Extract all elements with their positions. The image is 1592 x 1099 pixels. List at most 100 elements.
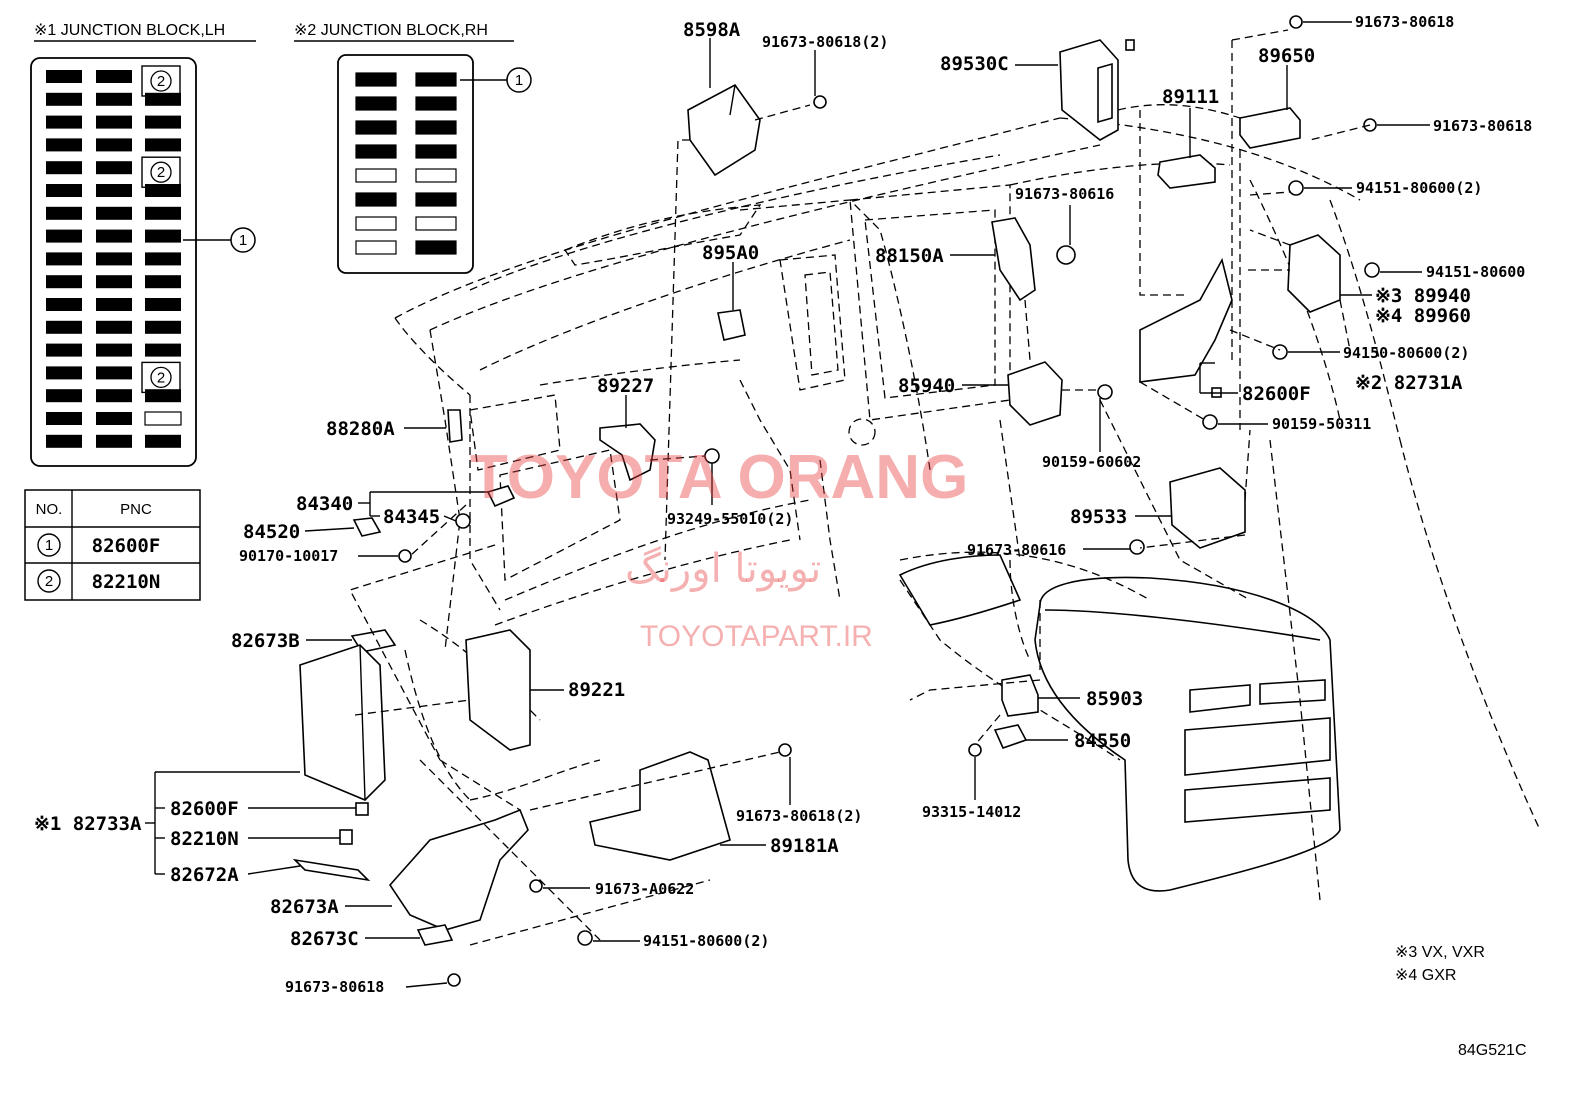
fuse-slot xyxy=(46,184,82,197)
fuse-slot xyxy=(96,138,132,152)
fuse-slot xyxy=(46,366,82,380)
fuse-slot xyxy=(96,229,132,243)
label-94151-80600-2-b: 94151-80600(2) xyxy=(643,932,769,950)
fuse-slot-empty xyxy=(355,240,397,255)
label-91673-80616-mid: 91673-80616 xyxy=(967,541,1066,559)
fuse-slot xyxy=(96,389,132,403)
fuse-slot xyxy=(355,192,397,207)
label-82673B: 82673B xyxy=(231,630,300,652)
table-header-no: NO. xyxy=(36,501,63,518)
leader-lines xyxy=(145,21,1430,988)
fuse-slot xyxy=(145,206,181,220)
watermark-fa: تویوتا اورنگ xyxy=(625,546,821,592)
label-88280A: 88280A xyxy=(326,418,395,440)
fuse-slot xyxy=(46,229,82,243)
label-895A0: 895A0 xyxy=(702,242,759,264)
junction-block-lh-fuse-grid: 222 xyxy=(46,65,182,448)
callout-1-jb-lh: 1 xyxy=(230,227,256,253)
label-85940: 85940 xyxy=(898,375,955,397)
label-90170-10017: 90170-10017 xyxy=(239,547,338,565)
note-3: ※3 VX, VXR xyxy=(1395,944,1485,961)
fuse-slot xyxy=(415,96,457,111)
fuse-slot xyxy=(355,72,397,87)
note-4: ※4 GXR xyxy=(1395,967,1456,984)
fuse-slot xyxy=(145,298,181,311)
label-8598A: 8598A xyxy=(683,19,741,41)
label-89533: 89533 xyxy=(1070,506,1127,528)
label-91673-80618-tr: 91673-80618 xyxy=(1355,13,1454,31)
fuse-slot xyxy=(96,275,132,289)
label-82600F-l: 82600F xyxy=(170,798,239,820)
callout-2-circle xyxy=(150,70,172,92)
fuse-slot xyxy=(415,192,457,207)
label-91673-80616-top: 91673-80616 xyxy=(1015,185,1114,203)
label-88150A: 88150A xyxy=(875,245,944,267)
fuse-slot xyxy=(46,343,82,357)
fuse-slot xyxy=(96,298,132,311)
fuse-slot xyxy=(96,206,132,220)
label-82672A: 82672A xyxy=(170,864,239,886)
label-91673-80618-r: 91673-80618 xyxy=(1433,117,1532,135)
label-89181A: 89181A xyxy=(770,835,839,857)
fuse-slot xyxy=(145,138,181,152)
label-94151-80600-r: 94151-80600 xyxy=(1426,263,1525,281)
fuse-slot xyxy=(145,92,181,106)
callout-2-circle xyxy=(150,366,172,389)
label-82673C: 82673C xyxy=(290,928,359,950)
figure-code: 84G521C xyxy=(1458,1042,1527,1059)
label-89960: ※4 89960 xyxy=(1375,305,1471,327)
watermark-en: TOYOTA ORANG xyxy=(470,443,968,512)
fuse-slot xyxy=(46,434,82,448)
table-header-pnc: PNC xyxy=(120,501,152,518)
table-row-2-no: 2 xyxy=(45,573,53,590)
label-89530C: 89530C xyxy=(940,53,1009,75)
fuse-slot xyxy=(415,72,457,87)
fuse-slot xyxy=(96,161,132,175)
fuse-slot xyxy=(46,115,82,129)
svg-text:1: 1 xyxy=(239,232,247,249)
fuse-slot xyxy=(415,144,457,159)
callout-2-label: 2 xyxy=(157,369,165,386)
fuse-slot xyxy=(96,115,132,129)
fuse-slot xyxy=(96,412,132,425)
label-84345: 84345 xyxy=(383,506,440,528)
assembly-dashed-lines xyxy=(349,29,1371,946)
fuse-slot xyxy=(46,70,82,83)
fuse-slot xyxy=(96,366,132,380)
label-82731A: ※2 82731A xyxy=(1355,372,1463,394)
junction-block-lh-header: ※1 JUNCTION BLOCK,LH xyxy=(34,22,225,39)
fuse-slot xyxy=(145,343,181,357)
label-90159-60602: 90159-60602 xyxy=(1042,453,1141,471)
fuse-slot xyxy=(145,184,181,197)
fuse-slot xyxy=(46,138,82,152)
label-82600F-r: 82600F xyxy=(1242,383,1311,405)
label-89940: ※3 89940 xyxy=(1375,285,1471,307)
fuse-slot xyxy=(96,320,132,334)
label-91673-A0622: 91673-A0622 xyxy=(595,880,694,898)
fuse-slot xyxy=(46,275,82,289)
fuse-slot xyxy=(46,206,82,220)
fuse-slot xyxy=(415,240,457,255)
fuse-slot xyxy=(96,343,132,357)
fuse-slot xyxy=(46,298,82,311)
watermark: TOYOTA ORANG تویوتا اورنگ TOYOTAPART.IR xyxy=(470,443,968,653)
fuse-slot xyxy=(46,412,82,425)
fuse-slot xyxy=(145,434,181,448)
fuse-slot xyxy=(145,252,181,266)
fuse-slot xyxy=(96,92,132,106)
fuse-slot-empty xyxy=(355,168,397,183)
fuse-slot xyxy=(46,389,82,403)
label-82673A: 82673A xyxy=(270,896,339,918)
table-row-1-pnc: 82600F xyxy=(92,535,161,557)
fuse-slot xyxy=(355,144,397,159)
label-94151-80600-2-r: 94151-80600(2) xyxy=(1356,179,1482,197)
fuse-slot xyxy=(46,320,82,334)
label-93315-14012: 93315-14012 xyxy=(922,803,1021,821)
junction-block-rh-fuse-grid xyxy=(355,72,457,255)
fuse-slot xyxy=(145,275,181,289)
svg-text:1: 1 xyxy=(515,72,523,89)
label-93249-55010-2: 93249-55010(2) xyxy=(667,510,793,528)
callout-2-circle xyxy=(150,161,172,183)
fuse-slot xyxy=(355,96,397,111)
part-shapes xyxy=(292,15,1380,987)
